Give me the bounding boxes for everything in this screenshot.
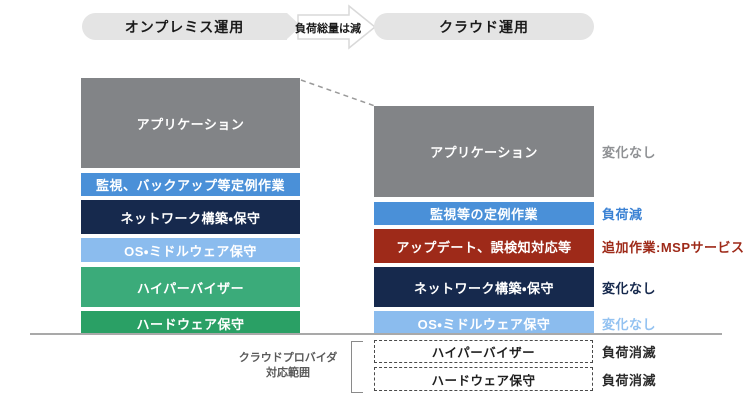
block-label: 監視、バックアップ等定例作業 xyxy=(95,178,285,193)
annotation-os-middleware: 変化なし xyxy=(602,316,657,332)
provider-scope-caption-line2: 対応範囲 xyxy=(266,367,310,379)
block-monitoring-cloud: 監視等の定例作業 xyxy=(374,202,594,225)
block-application-cloud: アプリケーション xyxy=(374,106,594,197)
block-label: ネットワーク構築・保守 xyxy=(120,210,261,226)
annotation-msp-service: 追加作業:MSPサービス xyxy=(602,239,745,255)
block-network-onprem: ネットワーク構築・保守 xyxy=(81,200,300,234)
dashed-box-hardware: ハードウェア保守 xyxy=(374,367,593,391)
provider-scope-bracket xyxy=(351,341,363,393)
dashed-box-label: ハードウェア保守 xyxy=(431,373,536,388)
block-hardware-onprem: ハードウェア保守 xyxy=(81,311,300,335)
on-premises-pill: オンプレミス運用 xyxy=(82,13,287,40)
provider-scope-caption-line1: クラウドプロバイダ xyxy=(238,352,338,364)
block-os-middleware-cloud: OS・ミドルウェア保守 xyxy=(374,311,594,335)
block-label: ハイパーバイザー xyxy=(136,280,245,296)
block-hypervisor-onprem: ハイパーバイザー xyxy=(81,267,300,307)
block-label: アプリケーション xyxy=(430,145,538,160)
dashed-box-hypervisor: ハイパーバイザー xyxy=(374,340,593,363)
block-label: OS・ミドルウェア保守 xyxy=(417,316,551,332)
block-label: アップデート、誤検知対応等 xyxy=(396,239,572,255)
cloud-pill: クラウド運用 xyxy=(374,13,594,40)
annotation-network: 変化なし xyxy=(602,280,657,296)
block-label: アプリケーション xyxy=(136,116,245,132)
block-application-onprem: アプリケーション xyxy=(81,78,300,168)
block-network-cloud: ネットワーク構築・保守 xyxy=(374,267,594,307)
annotation-application: 変化なし xyxy=(602,145,657,160)
dashed-box-label: ハイパーバイザー xyxy=(431,346,536,360)
stack-connector-dashed-line xyxy=(300,79,376,107)
block-monitoring-backup-onprem: 監視、バックアップ等定例作業 xyxy=(81,173,300,196)
load-decrease-arrow-icon xyxy=(297,4,377,50)
block-label: OS・ミドルウェア保守 xyxy=(124,243,257,259)
on-premises-label: オンプレミス運用 xyxy=(124,18,245,35)
provider-scope-caption: クラウドプロバイダ 対応範囲 xyxy=(231,351,345,381)
block-os-middleware-onprem: OS・ミドルウェア保守 xyxy=(81,238,300,262)
block-label: ネットワーク構築・保守 xyxy=(414,280,554,296)
arrow-label: 負荷総量は減 xyxy=(295,23,361,35)
baseline-divider xyxy=(30,333,722,335)
annotation-hardware-eliminated: 負荷消滅 xyxy=(602,372,657,388)
annotation-monitoring: 負荷減 xyxy=(602,207,643,222)
cloud-label: クラウド運用 xyxy=(439,18,529,35)
block-label: 監視等の定例作業 xyxy=(429,207,538,222)
block-update-falsepositive-cloud: アップデート、誤検知対応等 xyxy=(374,229,594,263)
annotation-hypervisor-eliminated: 負荷消滅 xyxy=(602,345,657,360)
block-label: ハードウェア保守 xyxy=(136,316,245,332)
